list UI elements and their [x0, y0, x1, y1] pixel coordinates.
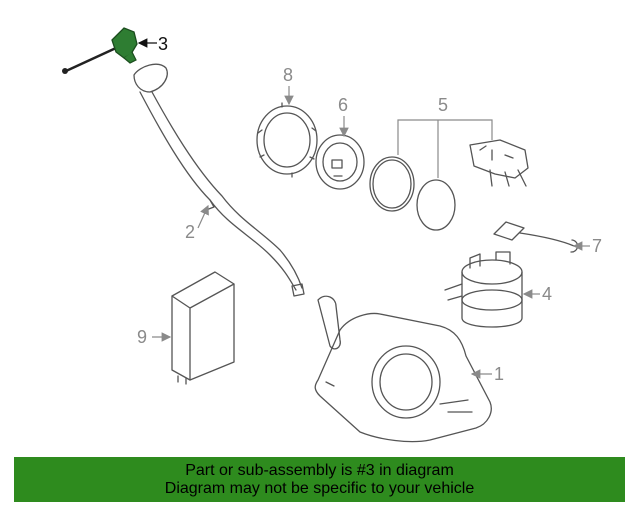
part-3-sensor[interactable]	[62, 27, 138, 74]
callout-4[interactable]: 4	[522, 284, 552, 304]
callout-label-8: 8	[283, 65, 293, 85]
info-banner: Part or sub-assembly is #3 in diagram Di…	[14, 457, 625, 502]
callout-label-4: 4	[542, 284, 552, 304]
banner-line-1: Part or sub-assembly is #3 in diagram	[185, 461, 454, 479]
callout-label-9: 9	[137, 327, 147, 347]
part-9-control-module[interactable]	[171, 271, 235, 385]
callout-label-5: 5	[438, 95, 448, 115]
parts-diagram: 3 2 8 6 5	[62, 27, 602, 443]
banner-line-2: Diagram may not be specific to your vehi…	[164, 479, 475, 497]
callout-7[interactable]: 7	[572, 236, 602, 256]
part-2-filler-tube[interactable]	[133, 63, 305, 297]
part-8-lock-ring[interactable]	[256, 102, 318, 178]
part-4-fuel-pump[interactable]	[444, 251, 523, 328]
callout-label-6: 6	[338, 95, 348, 115]
callout-label-3: 3	[158, 34, 168, 54]
callout-6[interactable]: 6	[338, 95, 349, 138]
part-5-seal-kit[interactable]	[369, 119, 529, 231]
callout-3[interactable]: 3	[137, 34, 168, 54]
callout-5[interactable]: 5	[438, 95, 448, 115]
callout-8[interactable]: 8	[283, 65, 294, 106]
callout-label-7: 7	[592, 236, 602, 256]
part-6-retainer[interactable]	[315, 134, 365, 190]
callout-1[interactable]: 1	[470, 364, 504, 384]
callout-label-2: 2	[185, 222, 195, 242]
callout-2[interactable]: 2	[185, 204, 209, 242]
callout-label-1: 1	[494, 364, 504, 384]
part-1-fuel-tank[interactable]	[314, 295, 492, 443]
part-7-sender[interactable]	[493, 221, 579, 253]
callout-9[interactable]: 9	[137, 327, 172, 347]
